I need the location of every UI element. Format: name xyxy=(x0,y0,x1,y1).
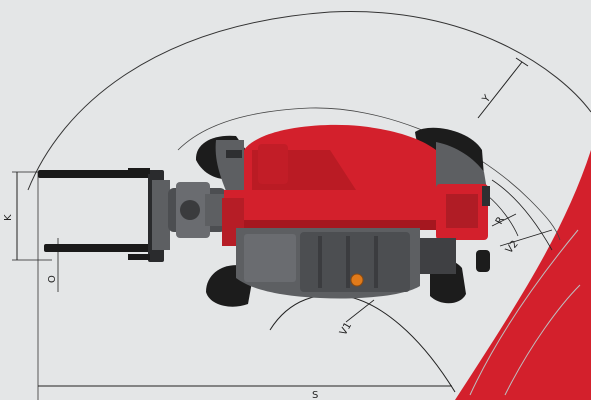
fork-tine-upper xyxy=(38,170,153,178)
label-o: O xyxy=(47,275,58,283)
r-arc xyxy=(487,195,519,237)
fuel-tank xyxy=(300,232,410,292)
rear-light xyxy=(482,186,490,206)
fork-guard-upper xyxy=(128,168,150,174)
boom-shade xyxy=(224,220,486,230)
label-r: R xyxy=(494,215,507,226)
label-k: K xyxy=(3,214,14,221)
y-dimension-line xyxy=(477,61,523,119)
v1-dimension-line xyxy=(345,299,375,323)
corner-arc-faint xyxy=(469,229,579,396)
beacon-light-ring xyxy=(350,273,364,287)
mirror-bracket xyxy=(226,150,242,158)
rear-frame-upper xyxy=(436,142,488,196)
boom-head xyxy=(168,182,227,238)
hood-panel xyxy=(258,144,288,184)
rear-chassis xyxy=(420,238,456,274)
outer-turning-arc xyxy=(27,10,591,191)
red-turning-sector xyxy=(455,150,591,400)
r-dimension-line xyxy=(491,213,517,227)
fork-guard-lower xyxy=(128,254,150,260)
inner-turning-arc xyxy=(177,107,561,241)
v2-dimension-line xyxy=(499,229,553,247)
tank-rib-1 xyxy=(318,236,322,288)
y-dimension-tick xyxy=(515,57,529,67)
corner-arc-faint-2 xyxy=(504,284,581,396)
beacon-light xyxy=(351,274,363,286)
fork-tine-lower xyxy=(44,244,153,252)
fork-carriage-plate xyxy=(152,180,170,250)
forks xyxy=(38,168,170,262)
cab-step xyxy=(244,234,296,282)
v2-arc xyxy=(491,179,553,251)
boom-rear-inner xyxy=(446,194,478,228)
tank-rib-3 xyxy=(374,236,378,288)
tank-rib-2 xyxy=(346,236,350,288)
label-s: S xyxy=(312,390,318,400)
